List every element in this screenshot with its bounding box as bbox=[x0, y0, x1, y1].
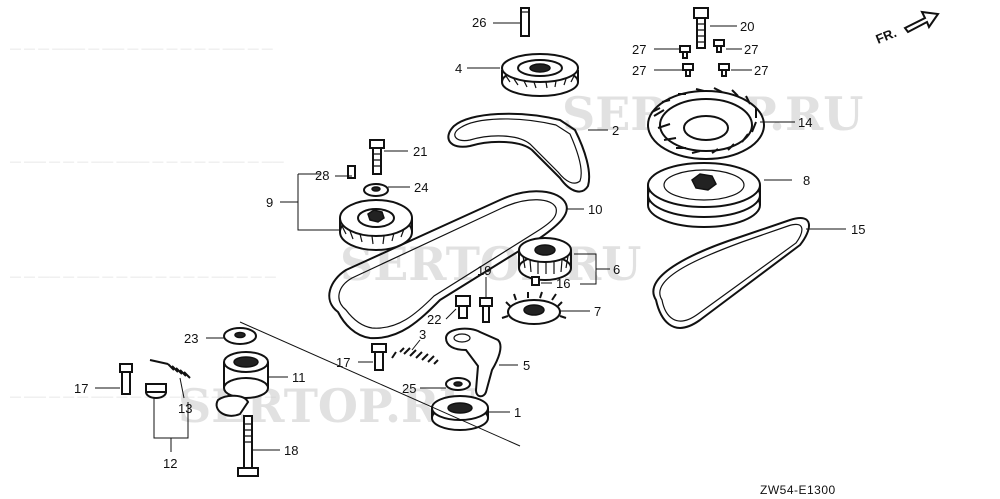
callout-27: 27 bbox=[754, 63, 768, 78]
part-3-tensioner-spring bbox=[391, 347, 439, 365]
part-28-dowel-pin bbox=[347, 165, 356, 179]
part-23-washer bbox=[223, 327, 257, 345]
callout-17: 17 bbox=[336, 355, 350, 370]
part-10-timing-belt-lower bbox=[328, 190, 568, 340]
callout-2: 2 bbox=[612, 123, 619, 138]
callout-17: 17 bbox=[74, 381, 88, 396]
callout-28: 28 bbox=[315, 168, 329, 183]
part-13-spring-small bbox=[149, 359, 191, 379]
part-11-tensioner-assembly bbox=[215, 351, 269, 417]
part-24-washer bbox=[363, 183, 389, 197]
part-17-pivot-bolt-center bbox=[371, 343, 387, 371]
callout-20: 20 bbox=[740, 19, 754, 34]
part-1-tensioner-pulley bbox=[431, 395, 489, 431]
callout-15: 15 bbox=[851, 222, 865, 237]
callout-12: 12 bbox=[163, 456, 177, 471]
callout-6: 6 bbox=[613, 262, 620, 277]
part-21-flange-bolt bbox=[369, 139, 385, 175]
callout-1: 1 bbox=[514, 405, 521, 420]
callout-3: 3 bbox=[419, 327, 426, 342]
svg-text:— — — ——— — —— — —— — —: — — — ——— — —— — —— — — — — —— — — bbox=[10, 43, 273, 55]
callout-18: 18 bbox=[284, 443, 298, 458]
callout-5: 5 bbox=[523, 358, 530, 373]
svg-text:— — —— — —— — — —— — — — —: — — —— — —— — — —— — — — — —— — — — bbox=[10, 271, 276, 283]
part-19-flange-bolt bbox=[479, 297, 493, 323]
svg-text:— —— — — — —— ——— — — — —: — —— — — — —— ——— — — — — — —— — —— bbox=[10, 156, 284, 168]
part-8-drive-pulley bbox=[647, 162, 761, 228]
part-22-collar-nut bbox=[455, 295, 471, 319]
callout-26: 26 bbox=[472, 15, 486, 30]
callout-8: 8 bbox=[803, 173, 810, 188]
callout-11: 11 bbox=[292, 370, 306, 385]
arrow-icon bbox=[903, 10, 940, 34]
part-2-timing-belt-upper bbox=[447, 112, 591, 193]
callout-22: 22 bbox=[427, 312, 441, 327]
callout-23: 23 bbox=[184, 331, 198, 346]
part-26-shaft-key bbox=[520, 7, 530, 37]
callout-27: 27 bbox=[632, 63, 646, 78]
part-5-tensioner-arm bbox=[444, 327, 502, 398]
svg-text:— —— — — — —— — — —— — — —: — —— — — — —— — — —— — — — —— — — — bbox=[10, 391, 276, 403]
diagram-code: ZW54-E1300 bbox=[760, 483, 836, 497]
part-20-center-bolt bbox=[693, 7, 709, 49]
part-16-key bbox=[531, 276, 540, 286]
part-27-fan-bolts bbox=[679, 39, 730, 77]
callout-4: 4 bbox=[455, 61, 462, 76]
part-6-crankshaft-pulley bbox=[518, 237, 572, 281]
part-13-collar bbox=[145, 383, 167, 399]
callout-13: 13 bbox=[178, 401, 192, 416]
part-7-guide-plate bbox=[501, 291, 567, 325]
leader-lines bbox=[95, 22, 846, 452]
direction-label: FR. bbox=[874, 25, 899, 47]
part-25-collar bbox=[445, 377, 471, 391]
callout-21: 21 bbox=[413, 144, 427, 159]
callout-27: 27 bbox=[632, 42, 646, 57]
background-watermark-pattern: — — — ——— — —— — —— — — — — —— — — — —— … bbox=[10, 43, 284, 403]
callout-10: 10 bbox=[588, 202, 602, 217]
callout-7: 7 bbox=[594, 304, 601, 319]
part-17-pivot-bolt-left bbox=[119, 363, 133, 395]
callout-24: 24 bbox=[414, 180, 428, 195]
part-15-v-belt bbox=[652, 217, 810, 329]
assembly-axis-line bbox=[239, 321, 521, 447]
front-direction-arrow: FR. bbox=[874, 10, 940, 47]
part-4-camshaft-pulley bbox=[501, 53, 579, 97]
callout-16: 16 bbox=[556, 276, 570, 291]
part-18-long-bolt bbox=[237, 415, 259, 477]
callout-9: 9 bbox=[266, 195, 273, 210]
callout-27: 27 bbox=[744, 42, 758, 57]
callout-25: 25 bbox=[402, 381, 416, 396]
callout-14: 14 bbox=[798, 115, 812, 130]
callout-19: 19 bbox=[477, 263, 491, 278]
part-9-intermediate-pulley bbox=[339, 199, 413, 251]
part-14-cooling-fan bbox=[647, 87, 765, 160]
callout-labels: 26 4 20 27 27 27 27 14 2 8 21 28 24 9 10… bbox=[74, 15, 865, 471]
